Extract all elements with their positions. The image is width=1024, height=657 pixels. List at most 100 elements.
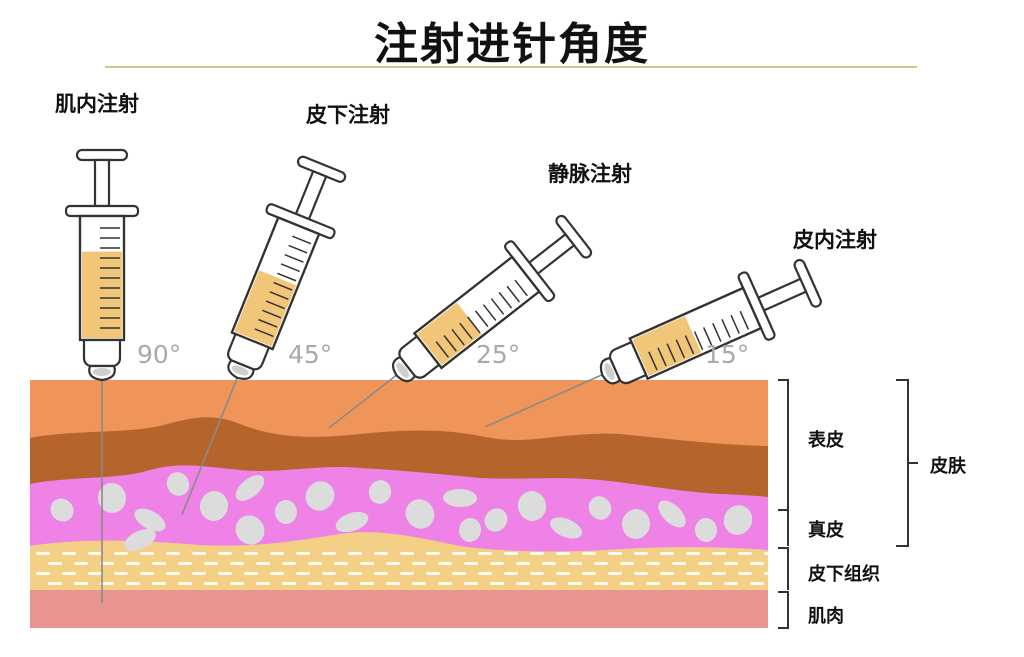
fat-cell [426,572,440,575]
fat-dashes [36,552,768,585]
liquid-fill [82,251,122,338]
fat-cell [296,552,310,555]
fat-cell [646,562,660,565]
tissue-layers [30,380,768,628]
fat-cell [244,552,258,555]
needle [484,373,605,428]
fat-cell [256,562,270,565]
fat-cell [48,562,62,565]
barrel-flange [64,204,140,218]
fat-cell [36,572,50,575]
liquid-fill [632,316,702,377]
fat-cell [594,582,608,585]
fat-cell [464,582,478,585]
dermis-cell [723,505,753,535]
fat-cell [490,582,504,585]
diagram-title: 注射进针角度 [374,19,650,70]
scale-mark [721,318,731,338]
bracket-skin [896,379,918,547]
fat-cell [88,572,102,575]
fat-cell [348,572,362,575]
fat-cell [452,552,466,555]
fat-cell [270,572,284,575]
scale-mark [435,341,450,358]
fat-cell [620,582,634,585]
fat-cell [270,552,284,555]
fat-cell [74,582,88,585]
barrel-tip [82,338,122,368]
dermis-cell [134,508,166,532]
bracket-subcutaneous [778,547,789,590]
fat-cell [478,552,492,555]
fat-cell [140,572,154,575]
fat-cell [204,582,218,585]
label-epidermis: 表皮 [808,430,844,451]
fat-cell [114,552,128,555]
fat-cell [530,572,544,575]
plunger-rod [93,158,111,208]
dermis-cell [199,491,229,521]
fat-cell [634,572,648,575]
hub-shade [231,365,249,376]
needle [328,373,399,429]
plunger-thumb [75,148,129,162]
fat-cell [204,562,218,565]
fat-cell [360,582,374,585]
dermis-cell [484,508,508,532]
scale-mark [292,235,312,245]
hub-shade [93,368,111,376]
fat-cell [166,572,180,575]
fat-cell [400,572,414,575]
fat-cell [62,552,76,555]
dermis-cell [588,496,612,520]
dermis-cell [124,529,156,551]
fat-cell [712,572,726,575]
syringe [484,258,822,428]
fat-cell [126,582,140,585]
fat-cell [504,572,518,575]
fat-cell [750,562,764,565]
fat-cell [322,552,336,555]
scale-mark [693,331,704,351]
scale-mark [451,328,465,346]
dermis-cell [335,511,369,533]
fat-cell [660,552,674,555]
fat-cell [620,562,634,565]
label-dermis: 真皮 [808,520,844,541]
fat-cell [542,562,556,565]
fat-cell [464,562,478,565]
fat-cell [192,552,206,555]
fat-cell [542,582,556,585]
scale-mark [254,328,274,338]
dermis-cell [694,518,718,542]
dermis-cell [458,518,482,542]
fat-cell [152,562,166,565]
syringes [64,148,822,603]
fat-cell [608,552,622,555]
scale-mark [258,318,278,328]
fat-cell [282,562,296,565]
layer-brackets [778,379,918,629]
dermis-cell [368,480,392,504]
fat-cell [582,552,596,555]
dermis-cell [235,515,265,545]
fat-cell [88,552,102,555]
scale-mark [277,272,297,282]
scale-mark [657,347,667,367]
scale-mark [443,335,457,352]
fat-cell [738,552,752,555]
fat-cell [582,572,596,575]
scale-mark [648,351,658,371]
scale-mark [739,310,750,330]
scale-mark [490,298,505,315]
liquid-fill [417,302,482,366]
fat-cell [374,552,388,555]
fat-cell [712,552,726,555]
fat-cell [568,562,582,565]
fat-cell [724,562,738,565]
fat-cell [256,582,270,585]
scale-mark [675,339,686,359]
fat-cell [308,582,322,585]
scale-mark [269,291,289,300]
